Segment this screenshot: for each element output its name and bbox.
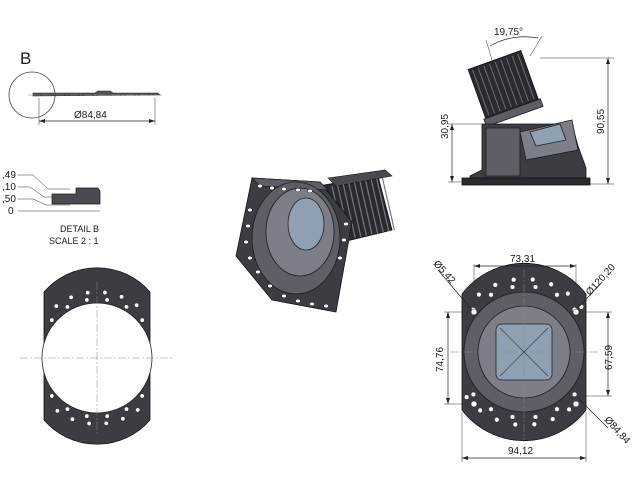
housing-hole bbox=[295, 187, 301, 193]
housing-hole bbox=[255, 269, 261, 275]
housing-hole bbox=[307, 188, 313, 194]
flange-front-view bbox=[20, 267, 172, 445]
level-label-3: ,50 bbox=[2, 194, 16, 205]
mounting-hole bbox=[511, 277, 517, 283]
side-view: 19,75° 30,95 90,55 bbox=[440, 27, 614, 186]
mounting-hole bbox=[531, 421, 537, 427]
mounting-hole bbox=[49, 317, 55, 323]
mounting-hole bbox=[120, 416, 126, 422]
mounting-hole bbox=[104, 413, 110, 419]
mounting-hole bbox=[532, 414, 539, 420]
mounting-hole bbox=[578, 304, 585, 310]
enlarged-profile bbox=[51, 187, 101, 205]
mounting-hole bbox=[488, 292, 494, 298]
isometric-view bbox=[235, 169, 395, 313]
mounting-hole bbox=[135, 407, 141, 413]
tilt-angle-dimension: 19,75° bbox=[494, 27, 523, 38]
level-label-4: 0 bbox=[8, 206, 14, 217]
front-width-dimension: 94,12 bbox=[508, 446, 533, 457]
housing-hole bbox=[281, 186, 287, 192]
mounting-hole bbox=[104, 297, 110, 303]
detail-b-enlarged: ,49 ,10 ,50 0 DETAIL B SCALE 2 : 1 bbox=[2, 170, 101, 246]
mounting-hole bbox=[492, 282, 498, 288]
housing-hole bbox=[337, 255, 343, 261]
detail-scale: SCALE 2 : 1 bbox=[49, 236, 99, 246]
housing-hole bbox=[247, 207, 253, 213]
detail-width-dimension: Ø84,84 bbox=[74, 110, 107, 121]
housing-hole bbox=[269, 185, 275, 191]
front-height-dimension: 74,76 bbox=[435, 347, 446, 372]
mounting-hole bbox=[134, 302, 140, 308]
front-inner-height-dimension: 67,59 bbox=[604, 345, 615, 370]
mounting-hole bbox=[69, 416, 75, 422]
mounting-hole bbox=[470, 391, 477, 398]
mounting-hole bbox=[102, 290, 108, 295]
mounting-hole bbox=[488, 406, 494, 412]
mounting-hole bbox=[554, 406, 560, 412]
mounting-hole bbox=[476, 291, 482, 298]
housing-hole bbox=[295, 298, 301, 304]
mounting-hole bbox=[53, 303, 59, 309]
housing-hole bbox=[343, 221, 349, 227]
mounting-hole bbox=[139, 393, 145, 399]
mounting-hole bbox=[124, 304, 129, 310]
housing-hole bbox=[267, 283, 273, 289]
mounting-hole bbox=[65, 304, 70, 310]
level-label-1: ,49 bbox=[2, 170, 16, 181]
detail-title: DETAIL B bbox=[60, 224, 99, 234]
mounting-hole bbox=[509, 414, 516, 420]
mounting-hole bbox=[119, 294, 125, 300]
mounting-hole bbox=[494, 417, 500, 423]
side-height-total-dimension: 90,55 bbox=[596, 109, 607, 134]
flange-mounting-holes bbox=[49, 290, 145, 426]
housing-holes bbox=[243, 183, 349, 309]
detail-marker-label: B bbox=[20, 49, 31, 68]
mounting-hole bbox=[85, 290, 91, 296]
mounting-hole bbox=[565, 290, 571, 297]
mounting-hole bbox=[103, 420, 109, 426]
mounting-hole bbox=[65, 406, 70, 412]
housing-hole bbox=[341, 237, 347, 243]
mounting-hole bbox=[554, 292, 560, 298]
level-label-2: ,10 bbox=[2, 182, 16, 193]
mounting-hole bbox=[84, 413, 90, 419]
mounting-hole bbox=[68, 294, 74, 300]
housing-hole bbox=[309, 301, 315, 307]
mounting-hole bbox=[550, 416, 556, 422]
housing-hole bbox=[243, 239, 249, 245]
mounting-hole bbox=[54, 408, 60, 414]
hole-diameter-dimension: Ø5,42 bbox=[431, 259, 458, 287]
mounting-hole bbox=[49, 393, 55, 399]
side-flange bbox=[461, 177, 591, 186]
housing-hole bbox=[247, 255, 253, 261]
mounting-hole bbox=[86, 421, 92, 426]
lens bbox=[287, 197, 325, 251]
mounting-hole bbox=[548, 281, 554, 287]
detail-b-section-view: B Ø84,84 bbox=[8, 49, 164, 125]
front-view: 73,31 Ø5,42 Ø120,20 74,76 67,59 Ø84,84 9… bbox=[431, 254, 632, 462]
mounting-hole bbox=[512, 421, 518, 428]
mounting-hole bbox=[509, 284, 516, 290]
mounting-hole bbox=[532, 284, 539, 290]
hole-spacing-dimension: 73,31 bbox=[510, 254, 535, 265]
side-height-small-dimension: 30,95 bbox=[440, 114, 451, 139]
housing-hole bbox=[281, 293, 287, 299]
mounting-hole bbox=[84, 297, 90, 303]
mounting-hole bbox=[530, 276, 536, 283]
mounting-hole bbox=[566, 406, 572, 413]
bolt-circle-dimension: Ø120,20 bbox=[584, 262, 618, 298]
mounting-hole bbox=[139, 317, 145, 323]
mounting-hole bbox=[477, 407, 483, 414]
housing-hole bbox=[245, 223, 251, 229]
housing-hole bbox=[257, 183, 263, 189]
mounting-hole bbox=[124, 406, 129, 412]
mounting-hole bbox=[571, 391, 578, 398]
cutout-diameter-dimension: Ø84,84 bbox=[602, 415, 632, 447]
housing-hole bbox=[323, 303, 329, 309]
mounting-hole bbox=[463, 394, 470, 400]
